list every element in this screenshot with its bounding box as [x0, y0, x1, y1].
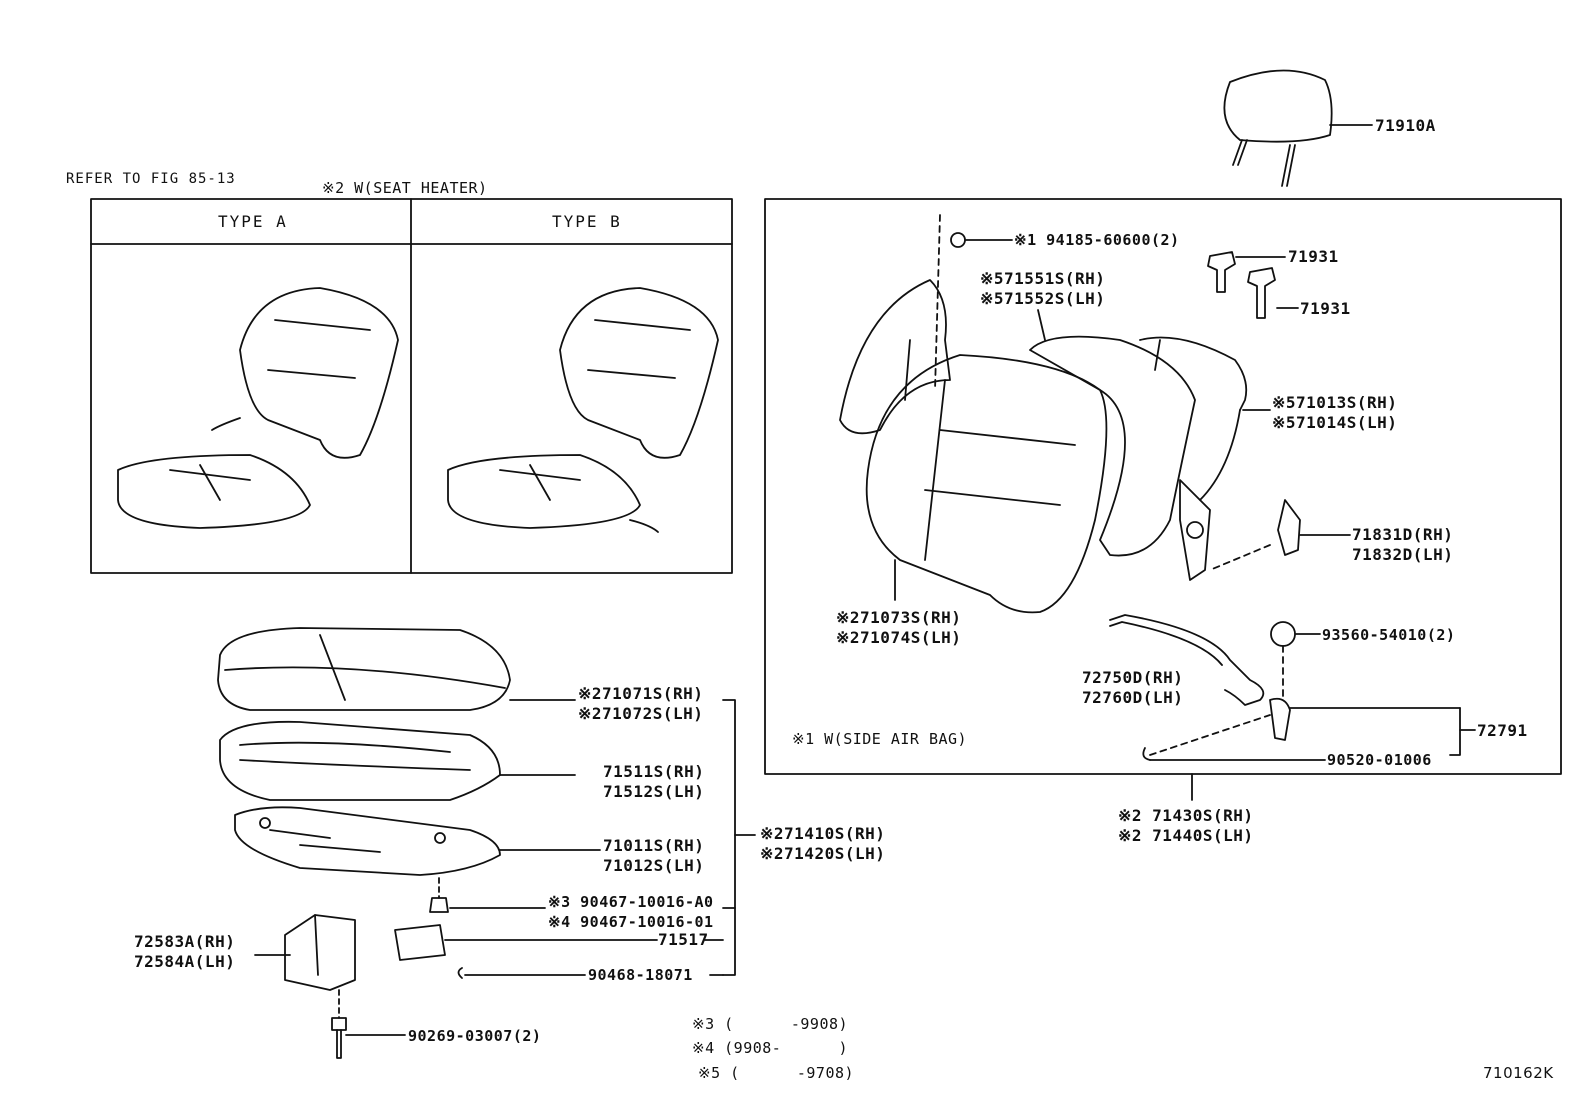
label-71012S: 71012S(LH): [603, 856, 705, 875]
figure-id: 710162K: [1483, 1064, 1554, 1082]
cover-71831D-drawing: [1277, 499, 1301, 556]
footnote-5: ※5 ( -9708): [698, 1064, 855, 1082]
label-71552S: ※571552S(LH): [980, 289, 1106, 308]
label-90467-01: ※4 90467-10016-01: [548, 913, 714, 931]
part-71517-drawing: [394, 924, 446, 961]
label-72750D: 72750D(RH): [1082, 668, 1184, 687]
label-71073S: ※271073S(RH): [836, 608, 962, 627]
dash-94185: [934, 214, 941, 391]
label-71517: 71517: [658, 930, 709, 949]
type-a-header: TYPE A: [218, 212, 288, 231]
type-b-seat-drawing: [447, 287, 719, 533]
headrest-drawing: [1223, 69, 1333, 187]
type-b-header: TYPE B: [552, 212, 622, 231]
label-72584A: 72584A(LH): [134, 952, 236, 971]
back-side-cover-drawing: [839, 279, 951, 435]
footnote-3: ※3 ( -9908): [692, 1015, 849, 1033]
label-71832D: 71832D(LH): [1352, 545, 1454, 564]
nut-94185-drawing: [950, 232, 966, 248]
screw-93560-symbol: [1270, 621, 1296, 647]
side-airbag-box: [764, 198, 1562, 775]
cushion-pad-drawing: [219, 720, 501, 801]
back-cushion-drawing: [865, 354, 1108, 614]
label-90269: 90269-03007(2): [408, 1027, 542, 1045]
label-90520: 90520-01006: [1327, 751, 1432, 769]
label-71410S: ※271410S(RH): [760, 824, 886, 843]
label-71074S: ※271074S(LH): [836, 628, 962, 647]
clip-90468-drawing: [457, 967, 463, 979]
bracket-72791: [1449, 707, 1461, 756]
label-71831D: 71831D(RH): [1352, 525, 1454, 544]
type-a-seat-drawing: [117, 287, 399, 529]
label-71931-b: 71931: [1300, 299, 1351, 318]
label-90467-a0: ※3 90467-10016-A0: [548, 893, 714, 911]
label-71511S: 71511S(RH): [603, 762, 705, 781]
label-71071S: ※271071S(RH): [578, 684, 704, 703]
label-71430S: ※2 71430S(RH): [1118, 806, 1254, 825]
bolt-drawing: [429, 897, 449, 913]
bolt-90269-drawing: [331, 1017, 347, 1059]
back-frame-drawing: [1139, 336, 1248, 581]
dash-90520: [1149, 714, 1271, 756]
leader-71551S: [1037, 309, 1046, 341]
label-71013S: ※571013S(RH): [1272, 393, 1398, 412]
lever-72750D-drawing: [1109, 614, 1265, 706]
label-71072S: ※271072S(LH): [578, 704, 704, 723]
label-71512S: 71512S(LH): [603, 782, 705, 801]
support-71931-a-drawing: [1207, 251, 1236, 293]
bracket-72583A-drawing: [284, 914, 356, 991]
label-71014S: ※571014S(LH): [1272, 413, 1398, 432]
label-71931-a: 71931: [1288, 247, 1339, 266]
label-71011S: 71011S(RH): [603, 836, 705, 855]
side-airbag-note: ※1 W(SIDE AIR BAG): [792, 730, 968, 748]
clip-90520-drawing: [1142, 747, 1151, 761]
label-71910A: 71910A: [1375, 116, 1436, 135]
label-94185: ※1 94185-60600(2): [1014, 231, 1180, 249]
bracket-cushion-group: [722, 699, 736, 976]
label-71440S: ※2 71440S(LH): [1118, 826, 1254, 845]
cushion-cover-drawing: [217, 627, 511, 711]
label-72791: 72791: [1477, 721, 1528, 740]
knob-72791-drawing: [1269, 697, 1291, 741]
refer-note: REFER TO FIG 85-13: [66, 171, 236, 187]
footnote-4: ※4 (9908- ): [692, 1039, 849, 1057]
label-93560: 93560-54010(2): [1322, 626, 1456, 644]
label-72760D: 72760D(LH): [1082, 688, 1184, 707]
label-72583A: 72583A(RH): [134, 932, 236, 951]
seat-heater-note: ※2 W(SEAT HEATER): [322, 179, 488, 197]
support-71931-b-drawing: [1247, 267, 1276, 319]
label-71420S: ※271420S(LH): [760, 844, 886, 863]
label-90468: 90468-18071: [588, 966, 693, 984]
label-71551S: ※571551S(RH): [980, 269, 1106, 288]
dash-71831D: [1209, 544, 1271, 571]
seat-frame-drawing: [234, 806, 501, 876]
back-cover-drawing: [1029, 335, 1196, 557]
